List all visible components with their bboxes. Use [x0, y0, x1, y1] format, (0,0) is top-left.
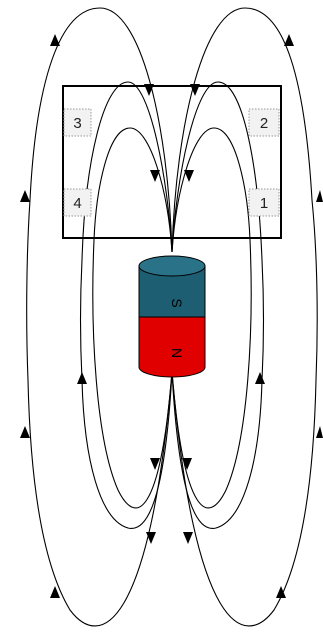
bar-magnet: S N: [138, 255, 206, 378]
field-lines-lower: [27, 239, 317, 627]
field-lines: [26, 7, 318, 381]
field-line-middle-left-top: [79, 81, 173, 381]
arrow-head: [150, 170, 160, 182]
field-line-middle-right-top: [171, 81, 265, 381]
region-label-2-text: 2: [260, 115, 268, 132]
field-line-outer-left-top: [26, 7, 173, 381]
arrow-head: [284, 34, 294, 46]
field-line-inner-left-bottom: [92, 239, 173, 509]
arrow-head: [276, 586, 286, 598]
region-label-1: 1: [248, 188, 280, 217]
arrow-head: [316, 426, 323, 438]
region-label-3: 3: [63, 108, 92, 137]
region-label-4-text: 4: [73, 195, 81, 212]
arrow-head: [183, 532, 193, 544]
arrow-head: [150, 458, 160, 470]
field-line-middle-right-bottom: [171, 371, 263, 529]
arrow-head: [50, 586, 60, 598]
magnet-north-half: [138, 316, 206, 378]
magnet-north-label: N: [169, 348, 185, 358]
region-label-3-text: 3: [73, 115, 81, 132]
arrow-head: [20, 190, 30, 202]
field-line-inner-right-top: [171, 127, 251, 253]
arrow-head: [77, 372, 87, 384]
magnet-south-label: S: [169, 298, 185, 307]
arrow-head: [255, 372, 265, 384]
field-line-middle-left-bottom: [81, 371, 173, 529]
magnet-top-face: [138, 255, 206, 277]
region-label-1-text: 1: [260, 195, 268, 212]
region-label-4: 4: [63, 188, 92, 217]
arrow-head: [316, 190, 323, 202]
arrow-head: [184, 170, 194, 182]
field-line-inner-left-top: [93, 127, 173, 253]
region-box: [62, 85, 282, 239]
field-line-inner-right-bottom: [171, 239, 252, 509]
field-line-outer-right-top: [171, 7, 318, 381]
region-label-2: 2: [248, 108, 280, 137]
arrow-head: [146, 532, 156, 544]
arrow-head: [182, 458, 192, 470]
field-line-outer-right-bottom: [171, 371, 317, 627]
arrow-head: [50, 34, 60, 46]
field-line-outer-left-bottom: [27, 371, 173, 627]
arrow-head: [20, 426, 30, 438]
